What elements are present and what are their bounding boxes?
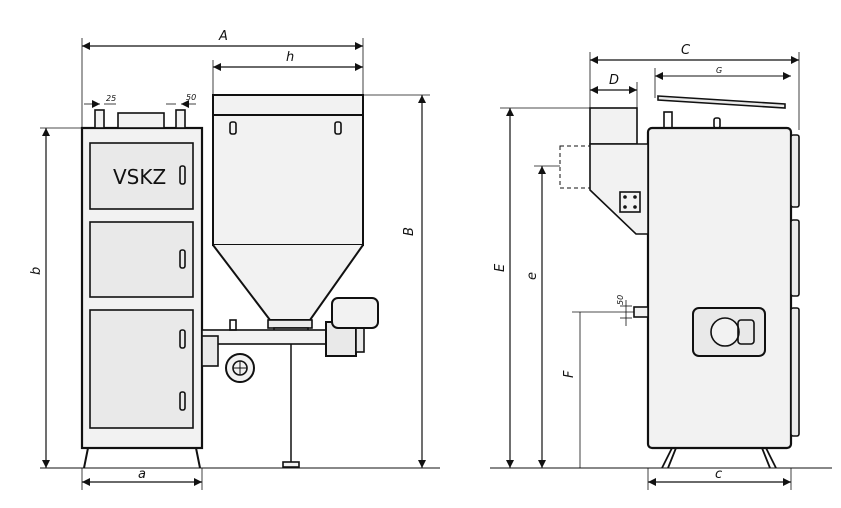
lower-door	[89, 309, 194, 429]
dim-a-label: a	[138, 467, 146, 482]
dim-F	[572, 311, 634, 468]
dim-C	[589, 52, 800, 130]
dim-b-label: b	[29, 267, 44, 275]
return-offset-50: 50	[616, 295, 625, 305]
dim-h-label: h	[286, 50, 294, 65]
boiler-feet	[83, 447, 201, 469]
feed-screw-tube	[201, 329, 328, 345]
burner-opening	[710, 317, 740, 347]
side-view: C D G E e F	[490, 43, 832, 490]
dim-b	[40, 127, 82, 468]
upper-door-handle	[179, 165, 186, 185]
middle-door	[89, 221, 194, 298]
support-foot	[282, 461, 300, 468]
dim-F-label: F	[562, 370, 577, 378]
inspection-hatch	[619, 191, 641, 213]
flue-block	[589, 107, 638, 145]
dim-C-label: C	[681, 43, 691, 58]
boiler-body	[80, 109, 204, 469]
dim-c	[647, 468, 792, 490]
return-connection	[633, 306, 649, 318]
dim-A-label: A	[218, 29, 228, 44]
motor-cap	[355, 325, 365, 353]
dim-D	[590, 82, 638, 108]
side-legs	[661, 447, 777, 469]
flue-outlet	[117, 112, 165, 129]
pipe-offset-25: 25	[106, 94, 116, 103]
dim-h	[212, 60, 363, 95]
brand-label: VSKZ	[113, 165, 166, 189]
return-offset-dim	[620, 300, 632, 326]
pipe-offset-50: 50	[186, 93, 196, 102]
dim-D-label: D	[609, 73, 619, 88]
flue-duct	[589, 143, 649, 235]
middle-door-handle	[179, 249, 186, 269]
gearbox	[331, 297, 379, 329]
dim-E-label: E	[493, 263, 508, 272]
alt-flue-outline	[559, 145, 591, 189]
hopper-latch-left	[229, 121, 237, 135]
hopper-latch-right	[334, 121, 342, 135]
lower-door-handle-bottom	[179, 391, 186, 411]
return-pipe	[175, 109, 186, 129]
dim-e-label: e	[525, 272, 540, 280]
tube-bolt	[229, 319, 237, 331]
side-door-upper	[790, 134, 800, 208]
fan-housing	[201, 335, 219, 367]
dim-E	[500, 107, 590, 468]
dim-G-label: G	[716, 66, 722, 75]
dim-B-label: B	[402, 227, 417, 236]
fuel-hopper	[201, 94, 379, 468]
dim-c-label: c	[715, 467, 722, 482]
front-view: VSKZ	[29, 29, 440, 490]
side-pipe	[663, 111, 673, 129]
hopper-neck	[267, 319, 313, 329]
side-lid	[657, 95, 786, 109]
side-door-middle	[790, 219, 800, 297]
lower-door-handle-top	[179, 329, 186, 349]
dim-e	[534, 165, 560, 468]
dim-G	[654, 68, 791, 98]
flow-pipe	[94, 109, 105, 129]
dim-B	[363, 94, 430, 468]
hopper-lid	[212, 94, 364, 116]
side-handle	[713, 117, 721, 129]
upper-door	[89, 142, 194, 210]
side-door-lower	[790, 307, 800, 437]
dim-a	[81, 468, 203, 490]
side-body	[646, 126, 793, 450]
